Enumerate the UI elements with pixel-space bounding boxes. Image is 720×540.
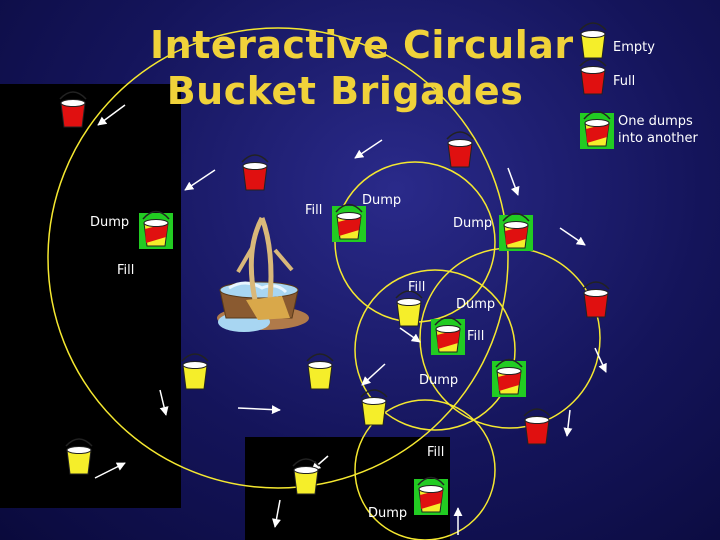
dump-label: Dump [456, 297, 496, 312]
bucket-dump-icon [491, 358, 527, 398]
arrow [354, 139, 383, 159]
fill-label: Fill [408, 280, 426, 295]
legend-dump-label-line-1: One dumps [618, 114, 693, 129]
legend-empty-label: Empty [613, 40, 655, 55]
arrow [237, 405, 281, 415]
track-mid [354, 269, 516, 431]
arrow [507, 167, 520, 196]
broom-illustration [217, 216, 309, 332]
dump-label: Dump [368, 506, 408, 521]
bucket-full-icon [582, 281, 610, 318]
bucket-dump-icon [138, 210, 174, 250]
bucket-dump-icon [413, 476, 449, 516]
arrow [563, 409, 573, 437]
arrow [97, 104, 126, 126]
bucket-dump-icon [498, 212, 534, 252]
bucket-empty-icon [306, 353, 334, 390]
arrow [94, 462, 126, 479]
fill-label: Fill [427, 445, 445, 460]
fill-label: Fill [117, 263, 135, 278]
arrow [559, 227, 586, 246]
page-title: Interactive Circular Bucket Brigades [150, 22, 574, 114]
bucket-full-icon [446, 131, 474, 168]
bucket-empty-icon [181, 353, 209, 390]
arrow [159, 389, 169, 416]
legend-dump-label-line-2: into another [618, 131, 698, 146]
fill-label: Fill [467, 329, 485, 344]
arrow [184, 169, 216, 191]
arrow [361, 363, 386, 386]
bucket-empty-icon [360, 389, 388, 426]
left-black-panel [0, 84, 181, 508]
track-bottom [354, 399, 496, 540]
title-line-1: Interactive Circular [150, 23, 574, 67]
dump-label: Dump [419, 373, 459, 388]
dump-label: Dump [90, 215, 130, 230]
dump-label: Dump [453, 216, 493, 231]
arrow [594, 347, 607, 373]
legend-dump-label: One dumps into another [618, 113, 698, 147]
legend-dump-bucket-icon [579, 110, 615, 150]
dump-label: Dump [362, 193, 402, 208]
arrow [272, 499, 281, 528]
fill-label: Fill [305, 203, 323, 218]
bucket-full-icon [241, 154, 269, 191]
legend-empty-bucket-icon [579, 22, 607, 59]
legend-full-label: Full [613, 74, 636, 89]
title-line-2: Bucket Brigades [166, 69, 524, 113]
bucket-empty-icon [395, 290, 423, 327]
bucket-dump-icon [430, 316, 466, 356]
legend-full-bucket-icon [579, 58, 607, 95]
bucket-dump-icon [331, 203, 367, 243]
arrow [399, 327, 421, 343]
track-left-large [47, 27, 509, 489]
bucket-full-icon [523, 408, 551, 445]
